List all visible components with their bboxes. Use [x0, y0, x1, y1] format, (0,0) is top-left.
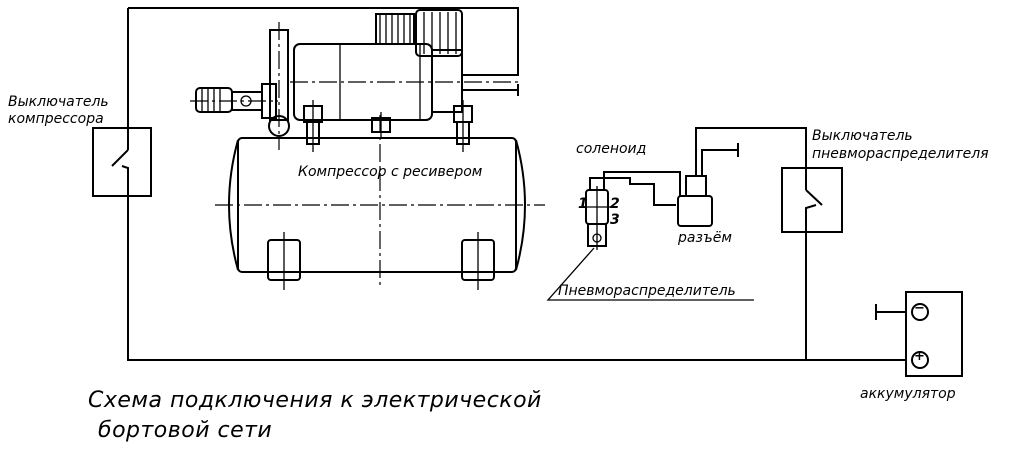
battery-minus-sign: −: [914, 301, 925, 316]
label-connector: разъём: [678, 230, 732, 246]
battery: [875, 291, 963, 377]
label-switch-compressor-2: компрессора: [8, 111, 104, 127]
valve-switch: [781, 167, 843, 233]
wire-main-loop: [127, 7, 906, 361]
label-compressor: Компрессор с ресивером: [298, 164, 483, 180]
diagram-title-line-1: Схема подключения к электрической: [88, 388, 542, 413]
label-port-2: 2: [610, 196, 620, 212]
label-battery: аккумулятор: [860, 386, 956, 402]
label-switch-valve-1: Выключатель: [812, 128, 913, 144]
receiver-tank: [215, 115, 545, 290]
connector: [677, 127, 807, 227]
label-port-3: 3: [610, 212, 620, 228]
diagram-title-line-2: бортовой сети: [98, 418, 273, 443]
label-valve: Пневмораспределитель: [558, 283, 736, 299]
label-port-1: 1: [578, 196, 588, 212]
label-switch-compressor-1: Выключатель: [8, 94, 109, 110]
label-switch-valve-2: пневмораспределителя: [812, 146, 989, 162]
battery-plus-sign: +: [914, 349, 925, 364]
compressor-body: [190, 9, 520, 152]
pneumatic-valve: [546, 171, 754, 301]
compressor-switch: [92, 127, 152, 197]
label-solenoid: соленоид: [576, 141, 647, 157]
